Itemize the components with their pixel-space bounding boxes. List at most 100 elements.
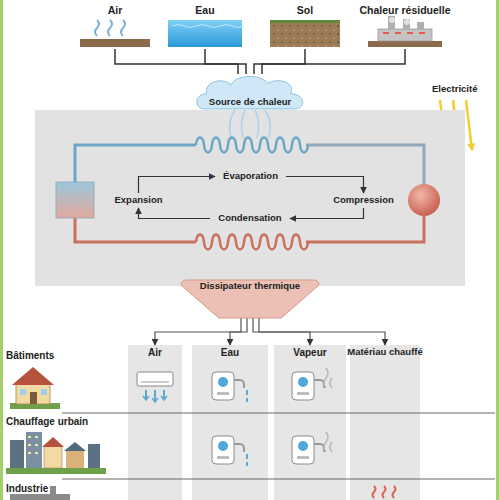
heated-material-icon-part xyxy=(373,486,396,498)
heat-sink-funnel-text: Dissipateur thermique xyxy=(200,281,300,292)
output-columns-part xyxy=(128,345,182,500)
row-label: Bâtiments xyxy=(6,350,54,362)
heat-source-cloud-text: Source de chaleur xyxy=(209,97,291,108)
heat-source-text: Air xyxy=(108,4,123,16)
soil-source-icon-part xyxy=(270,20,340,23)
cycle-step: Expansion xyxy=(108,193,169,208)
output-columns xyxy=(128,345,420,500)
city-icon-part xyxy=(42,437,64,447)
heat-source: Sol xyxy=(268,2,342,49)
heat-source-text: Eau xyxy=(195,4,214,16)
steam-boiler-icon xyxy=(292,372,324,400)
cycle-step-text: Expansion xyxy=(114,195,162,206)
heat-source: Air xyxy=(78,2,152,49)
waste-heat-factory-icon-part xyxy=(403,19,410,29)
heat-source-text: Sol xyxy=(297,4,313,16)
air-source-icon xyxy=(80,20,150,47)
heat-pump-panel xyxy=(35,110,465,286)
city-icon xyxy=(6,432,106,474)
row-separators xyxy=(62,413,495,479)
cycle-step-text: Compression xyxy=(333,195,394,206)
evaporator-coil xyxy=(196,138,308,153)
cycle-step-text: Condensation xyxy=(218,213,281,224)
cycle-step: Évaporation xyxy=(217,169,284,184)
source-line xyxy=(262,49,405,74)
waste-heat-factory-icon-part xyxy=(389,17,395,23)
cycle-step: Condensation xyxy=(212,211,288,226)
heat-source-cloud: Source de chaleur xyxy=(194,74,306,110)
industry-icon-part xyxy=(10,494,70,500)
refrigerant-loop xyxy=(75,138,424,250)
compressor xyxy=(408,184,440,216)
air-conditioner-icon-part xyxy=(141,382,169,383)
house-icon-part xyxy=(16,384,50,404)
output-column-header-text: Matériau chauffé xyxy=(347,347,423,358)
water-source-icon-part xyxy=(172,25,244,28)
heat-inflow-lines xyxy=(230,110,271,138)
output-column-header: Matériau chauffé xyxy=(341,345,429,365)
soil-source-icon xyxy=(270,20,340,47)
output-column-header: Vapeur xyxy=(274,345,346,365)
soil-source-icon-part xyxy=(270,22,340,47)
city-icon-part xyxy=(66,450,84,468)
city-icon-part xyxy=(6,468,106,474)
output-column-header: Eau xyxy=(192,345,268,365)
expansion-valve xyxy=(56,182,94,218)
water-source-icon xyxy=(168,20,244,47)
refrigerant-loop-part xyxy=(306,145,424,184)
refrigerant-loop-part xyxy=(306,216,424,242)
cycle-arrow xyxy=(139,208,211,219)
output-arrow xyxy=(259,318,385,345)
water-drops xyxy=(246,454,248,466)
output-arrow xyxy=(230,318,247,345)
row-label: Chauffage urbain xyxy=(6,416,88,428)
output-column-header-text: Vapeur xyxy=(293,347,326,359)
cycle-step: Compression xyxy=(327,193,400,208)
row-label: Industrie xyxy=(6,483,48,495)
heat-source-text: Chaleur résiduelle xyxy=(359,4,450,16)
city-icon-part xyxy=(44,446,62,468)
row-separators-part xyxy=(62,479,495,480)
steam-wisps xyxy=(324,432,332,452)
output-column-header-text: Eau xyxy=(221,347,239,359)
condenser-coil xyxy=(196,235,308,250)
house-icon-part xyxy=(41,389,47,395)
air-conditioner-icon-part xyxy=(137,372,173,386)
waste-heat-factory-icon-part xyxy=(404,19,410,25)
heat-source: Chaleur résiduelle xyxy=(353,2,457,49)
air-source-icon-part xyxy=(80,39,150,47)
water-drops xyxy=(246,390,248,402)
source-line xyxy=(205,49,246,74)
steam-wisps xyxy=(324,368,332,388)
output-columns-part xyxy=(274,345,346,500)
city-icon-part xyxy=(26,432,42,468)
row-separators-part xyxy=(62,413,495,414)
house-icon-part xyxy=(12,367,54,385)
refrigerant-loop-part xyxy=(75,218,196,242)
waste-heat-factory-icon-part xyxy=(383,32,425,34)
house-icon-part xyxy=(30,392,37,404)
waste-heat-factory-icon-part xyxy=(417,22,424,29)
heated-material-icon xyxy=(373,486,396,498)
heat-source: Eau xyxy=(164,2,246,49)
water-heater-icon xyxy=(212,436,244,464)
heat-sink-funnel-shape xyxy=(181,280,319,318)
city-icon-part xyxy=(28,437,38,453)
output-columns-part xyxy=(192,345,268,500)
waste-heat-factory-icon xyxy=(368,16,442,47)
cycle-step-text: Évaporation xyxy=(223,171,278,182)
heat-sink-funnel: Dissipateur thermique xyxy=(179,279,321,319)
city-icon-part xyxy=(88,444,100,468)
cycle-arrow xyxy=(290,208,364,219)
city-icon-part xyxy=(64,442,86,451)
output-column-header-text: Air xyxy=(148,347,162,359)
air-conditioner-icon-part xyxy=(146,390,164,401)
heat-source-cloud-shape xyxy=(197,77,303,109)
waste-heat-factory-icon-part xyxy=(388,16,395,29)
air-conditioner-icon xyxy=(137,372,173,402)
heat-inflow-lines-part xyxy=(230,110,271,138)
output-arrow xyxy=(155,318,241,345)
